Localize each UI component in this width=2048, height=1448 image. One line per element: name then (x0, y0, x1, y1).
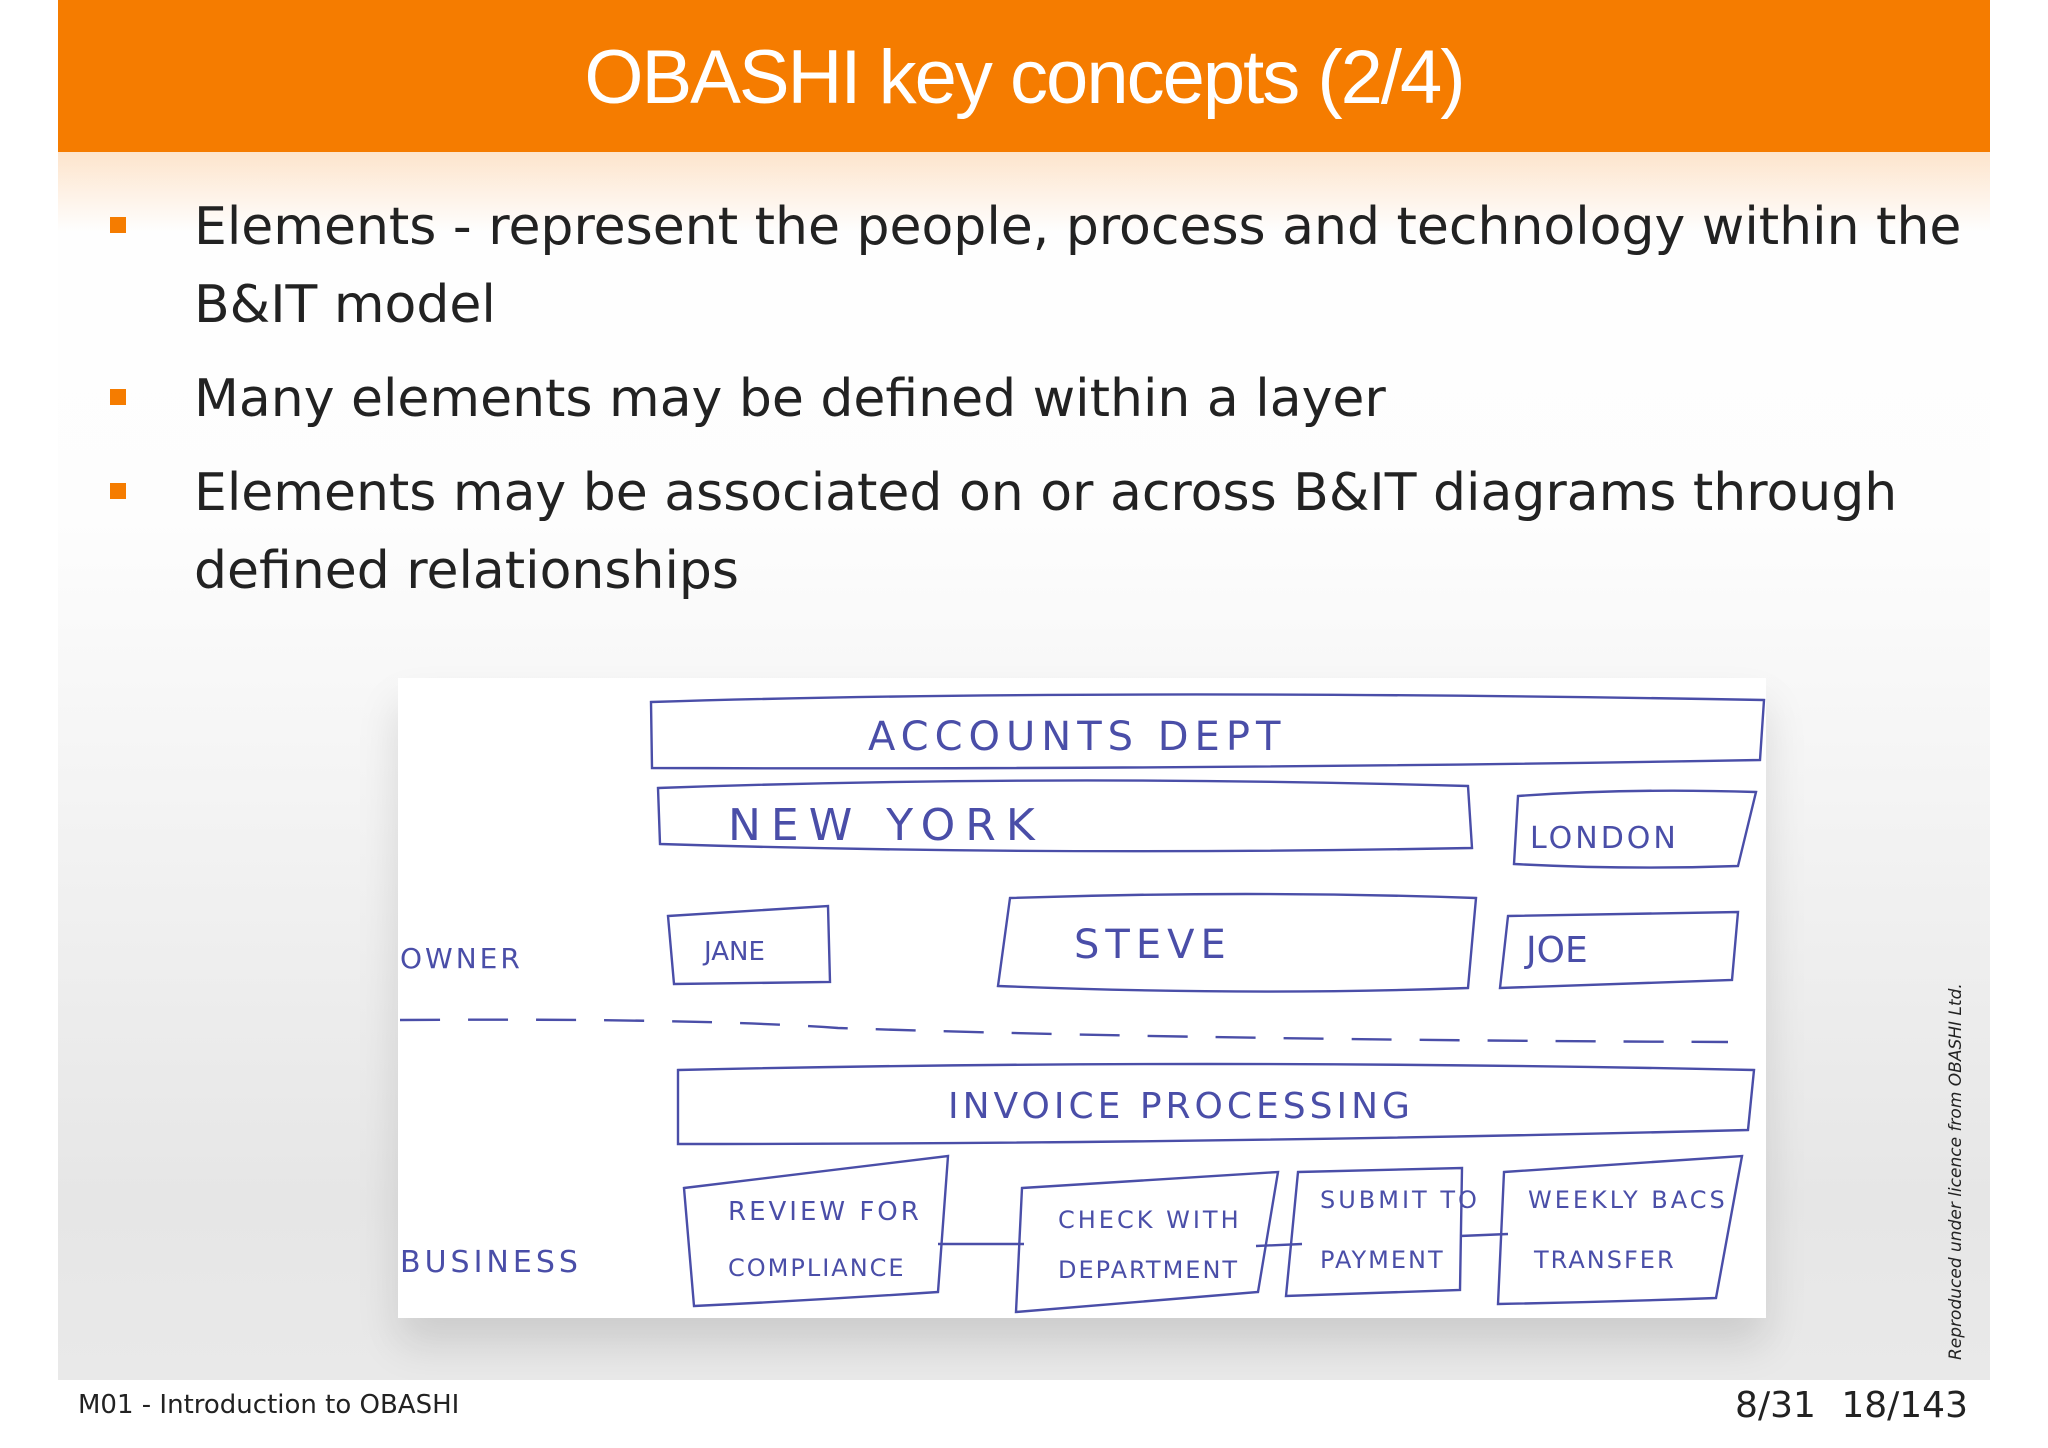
london-box (1512, 789, 1758, 869)
label-joe: JOE (1524, 930, 1588, 971)
label-check-1: CHECK WITH (1058, 1206, 1242, 1234)
label-accounts: ACCOUNTS DEPT (868, 714, 1286, 760)
bullet-square-icon (110, 483, 126, 499)
bullet-square-icon (110, 217, 126, 233)
joe-box (1498, 910, 1740, 990)
accounts-box (649, 693, 1766, 770)
submit-box (1284, 1166, 1464, 1298)
connector-submit-weekly (1459, 1232, 1509, 1238)
label-owner: OWNER (400, 942, 523, 975)
jane-box (666, 904, 832, 986)
label-check-2: DEPARTMENT (1058, 1256, 1239, 1284)
hand-drawn-diagram: ACCOUNTS DEPT NEW YORK LONDON JANE STEVE… (398, 678, 1766, 1318)
title-bar: OBASHI key concepts (2/4) (58, 0, 1990, 152)
bullet-item: Elements - represent the people, process… (104, 188, 1964, 344)
total-page: 18/143 (1841, 1385, 1968, 1426)
bullet-text: Many elements may be defined within a la… (194, 369, 1386, 429)
layer-divider (399, 1018, 1729, 1044)
bullet-list: Elements - represent the people, process… (104, 188, 1964, 626)
label-steve: STEVE (1074, 922, 1232, 968)
bullet-text: Elements - represent the people, process… (194, 197, 1962, 335)
label-submit-1: SUBMIT TO (1320, 1186, 1480, 1214)
invoice-box (676, 1062, 1756, 1146)
label-weekly-1: WEEKLY BACS (1528, 1186, 1728, 1214)
steve-box (996, 892, 1478, 993)
label-london: LONDON (1530, 821, 1679, 856)
label-business: BUSINESS (400, 1245, 582, 1280)
label-submit-2: PAYMENT (1320, 1246, 1445, 1274)
check-box (1014, 1170, 1280, 1314)
footer-module: M01 - Introduction to OBASHI (78, 1390, 460, 1420)
licence-credit: Reproduced under licence from OBASHI Ltd… (1946, 983, 1966, 1360)
bullet-item: Many elements may be defined within a la… (104, 360, 1964, 438)
label-jane: JANE (702, 937, 765, 967)
label-invoice: INVOICE PROCESSING (948, 1086, 1414, 1127)
bullet-item: Elements may be associated on or across … (104, 454, 1964, 610)
section-page: 8/31 (1735, 1385, 1816, 1426)
weekly-box (1496, 1154, 1744, 1306)
title-glow (58, 152, 1990, 232)
bullet-text: Elements may be associated on or across … (194, 463, 1898, 601)
label-review-1: REVIEW FOR (728, 1197, 922, 1227)
new-york-box (656, 779, 1474, 853)
bullet-square-icon (110, 389, 126, 405)
footer-page-numbers: 8/31 18/143 (1721, 1385, 1968, 1426)
slide-title: OBASHI key concepts (2/4) (584, 35, 1465, 120)
connector-check-submit (1255, 1242, 1303, 1248)
slide: OBASHI key concepts (2/4) Elements - rep… (58, 0, 1990, 1380)
label-review-2: COMPLIANCE (728, 1254, 906, 1282)
label-weekly-2: TRANSFER (1533, 1246, 1676, 1274)
label-new-york: NEW YORK (728, 800, 1045, 851)
review-box (682, 1154, 950, 1308)
